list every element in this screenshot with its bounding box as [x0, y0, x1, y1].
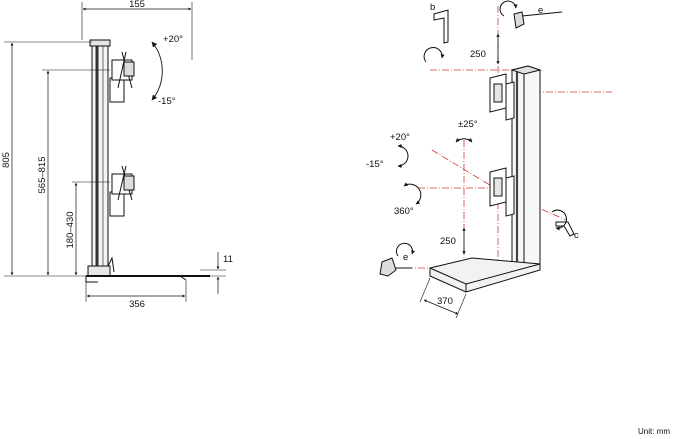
label-swivel: ±25°	[458, 119, 478, 130]
callout-b: b	[430, 2, 435, 13]
label-base-thickness: 11	[223, 254, 233, 265]
side-upper-mount	[109, 51, 135, 103]
unit-note: Unit: mm	[638, 427, 670, 436]
tilt-arrow-iso	[397, 144, 409, 168]
side-lower-mount	[109, 165, 135, 217]
iso-pole	[510, 65, 542, 273]
tilt-arc	[151, 41, 163, 101]
label-rotate-360: 360°	[394, 206, 414, 217]
iso-base	[429, 257, 541, 293]
label-base-depth: 356	[129, 299, 145, 310]
rotate-arrow-b	[423, 47, 445, 63]
side-base	[85, 256, 210, 283]
label-iso-tilt-up: +20°	[390, 132, 410, 143]
dim-total-height	[4, 41, 92, 277]
label-total-height: 805	[1, 152, 12, 168]
label-tilt-up: +20°	[163, 34, 183, 45]
dim-upper-range	[42, 69, 110, 276]
iso-upper-mount	[489, 73, 515, 121]
label-lower-range: 180–430	[65, 212, 76, 249]
tool-e-base-knob	[379, 257, 412, 277]
iso-view	[379, 0, 575, 319]
dim-base-depth	[85, 280, 187, 302]
swivel-arrow-iso	[455, 138, 473, 143]
side-view	[4, 2, 226, 302]
guide-lines	[394, 6, 612, 269]
dim-base-thickness	[200, 252, 226, 294]
dim-base-width	[419, 277, 467, 319]
dim-top-width	[81, 2, 193, 60]
label-upper-gap: 250	[470, 49, 486, 60]
rotate-arrow-c	[551, 209, 567, 231]
label-iso-tilt-down: -15°	[366, 159, 384, 170]
label-top-width: 155	[129, 0, 145, 10]
rotate-arrow-e-base	[395, 242, 416, 257]
label-upper-range: 565–815	[37, 157, 48, 194]
rotate-360-arrow	[403, 182, 422, 205]
label-base-width: 370	[437, 296, 453, 307]
iso-lower-mount	[489, 167, 515, 217]
callout-c: c	[574, 230, 579, 241]
label-tilt-down: -15°	[158, 96, 176, 107]
tool-b-hex-key	[433, 9, 449, 44]
callout-e-top: e	[538, 5, 543, 16]
label-lower-gap: 250	[440, 236, 456, 247]
dim-lower-range	[72, 181, 110, 276]
rotate-arrow-e-top	[499, 0, 518, 17]
side-pole	[89, 39, 111, 273]
tool-c-key	[555, 221, 575, 237]
callout-e-base: e	[403, 252, 408, 263]
tool-e-top-knob	[513, 11, 563, 29]
